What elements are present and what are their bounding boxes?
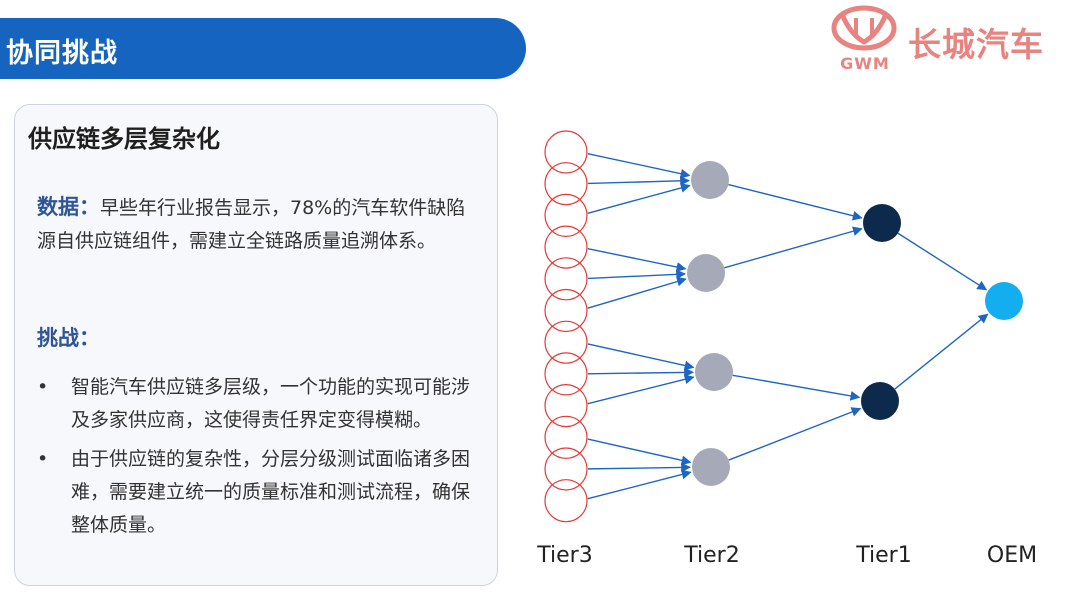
tier3-node	[544, 447, 588, 491]
tier3-node	[544, 352, 588, 396]
challenge-list: • 智能汽车供应链多层级，一个功能的实现可能涉及多家供应商，这使得责任界定变得模糊…	[37, 371, 487, 548]
bullet-text: 由于供应链的复杂性，分层分级测试面临诸多困难，需要建立统一的质量标准和测试流程，…	[71, 448, 471, 536]
list-item: • 智能汽车供应链多层级，一个功能的实现可能涉及多家供应商，这使得责任界定变得模糊…	[37, 371, 487, 437]
tier1-node	[861, 382, 899, 420]
supply-arrow	[894, 313, 989, 390]
supply-arrow	[897, 232, 988, 291]
supply-arrow	[587, 343, 695, 371]
logo-text-cn: 长城汽车	[908, 25, 1044, 64]
tier3-node	[544, 479, 588, 523]
tier-label-tier1: Tier1	[855, 543, 911, 568]
supply-arrow	[724, 226, 863, 269]
tier3-node	[544, 288, 588, 333]
tier3-node	[544, 193, 588, 238]
tier-label-oem: OEM	[987, 543, 1037, 568]
supply-arrow	[587, 462, 691, 473]
supply-arrow	[732, 374, 861, 401]
data-label: 数据：	[37, 195, 100, 219]
challenge-label: 挑战：	[37, 326, 100, 350]
tier2-node	[695, 353, 733, 391]
tier3-node	[544, 162, 588, 206]
tier1-node	[863, 204, 901, 242]
info-card: 供应链多层复杂化 数据：早些年行业报告显示，78%的汽车软件缺陷源自供应链组件，…	[14, 104, 498, 586]
tier3-node	[544, 384, 588, 428]
supply-arrow	[587, 374, 695, 405]
tier3-node	[544, 320, 588, 364]
tier2-node	[691, 161, 729, 199]
card-title: 供应链多层复杂化	[28, 125, 220, 153]
supply-chain-diagram: Tier3 Tier2 Tier1 OEM	[536, 130, 1037, 568]
logo-text-en: GWM	[840, 54, 890, 73]
tier3-node	[544, 415, 588, 459]
data-paragraph: 数据：早些年行业报告显示，78%的汽车软件缺陷源自供应链组件，需建立全链路质量追…	[37, 191, 479, 258]
tier3-node	[544, 225, 588, 269]
tier-label-tier2: Tier2	[683, 543, 739, 568]
tier2-node	[692, 448, 730, 486]
supply-arrow	[587, 367, 694, 378]
page-title: 协同挑战	[6, 38, 118, 69]
bullet-text: 智能汽车供应链多层级，一个功能的实现可能涉及多家供应商，这使得责任界定变得模糊。	[71, 376, 471, 431]
gwm-logo: GWM 长城汽车	[826, 4, 1080, 76]
supply-arrow	[587, 469, 692, 500]
supply-arrow	[587, 183, 691, 214]
tier3-node	[544, 130, 588, 174]
tier-label-tier3: Tier3	[536, 543, 592, 568]
supply-arrow	[728, 407, 862, 461]
supply-arrow	[587, 438, 692, 466]
gwm-emblem-icon	[831, 5, 897, 51]
supply-arrow	[587, 248, 687, 272]
tier2-node	[687, 254, 725, 292]
header-banner	[0, 18, 526, 79]
supply-arrow	[587, 269, 687, 280]
data-text: 早些年行业报告显示，78%的汽车软件缺陷源自供应链组件，需建立全链路质量追溯体系…	[37, 197, 466, 252]
oem-node	[985, 282, 1023, 320]
supply-arrow	[587, 276, 687, 309]
list-item: • 由于供应链的复杂性，分层分级测试面临诸多困难，需要建立统一的质量标准和测试流程…	[37, 443, 487, 542]
bullet-dot-icon: •	[37, 376, 49, 398]
bullet-dot-icon: •	[37, 448, 49, 470]
tier3-node	[544, 257, 588, 301]
supply-arrow	[587, 175, 690, 186]
supply-arrow	[587, 153, 691, 179]
supply-arrow	[728, 183, 863, 221]
